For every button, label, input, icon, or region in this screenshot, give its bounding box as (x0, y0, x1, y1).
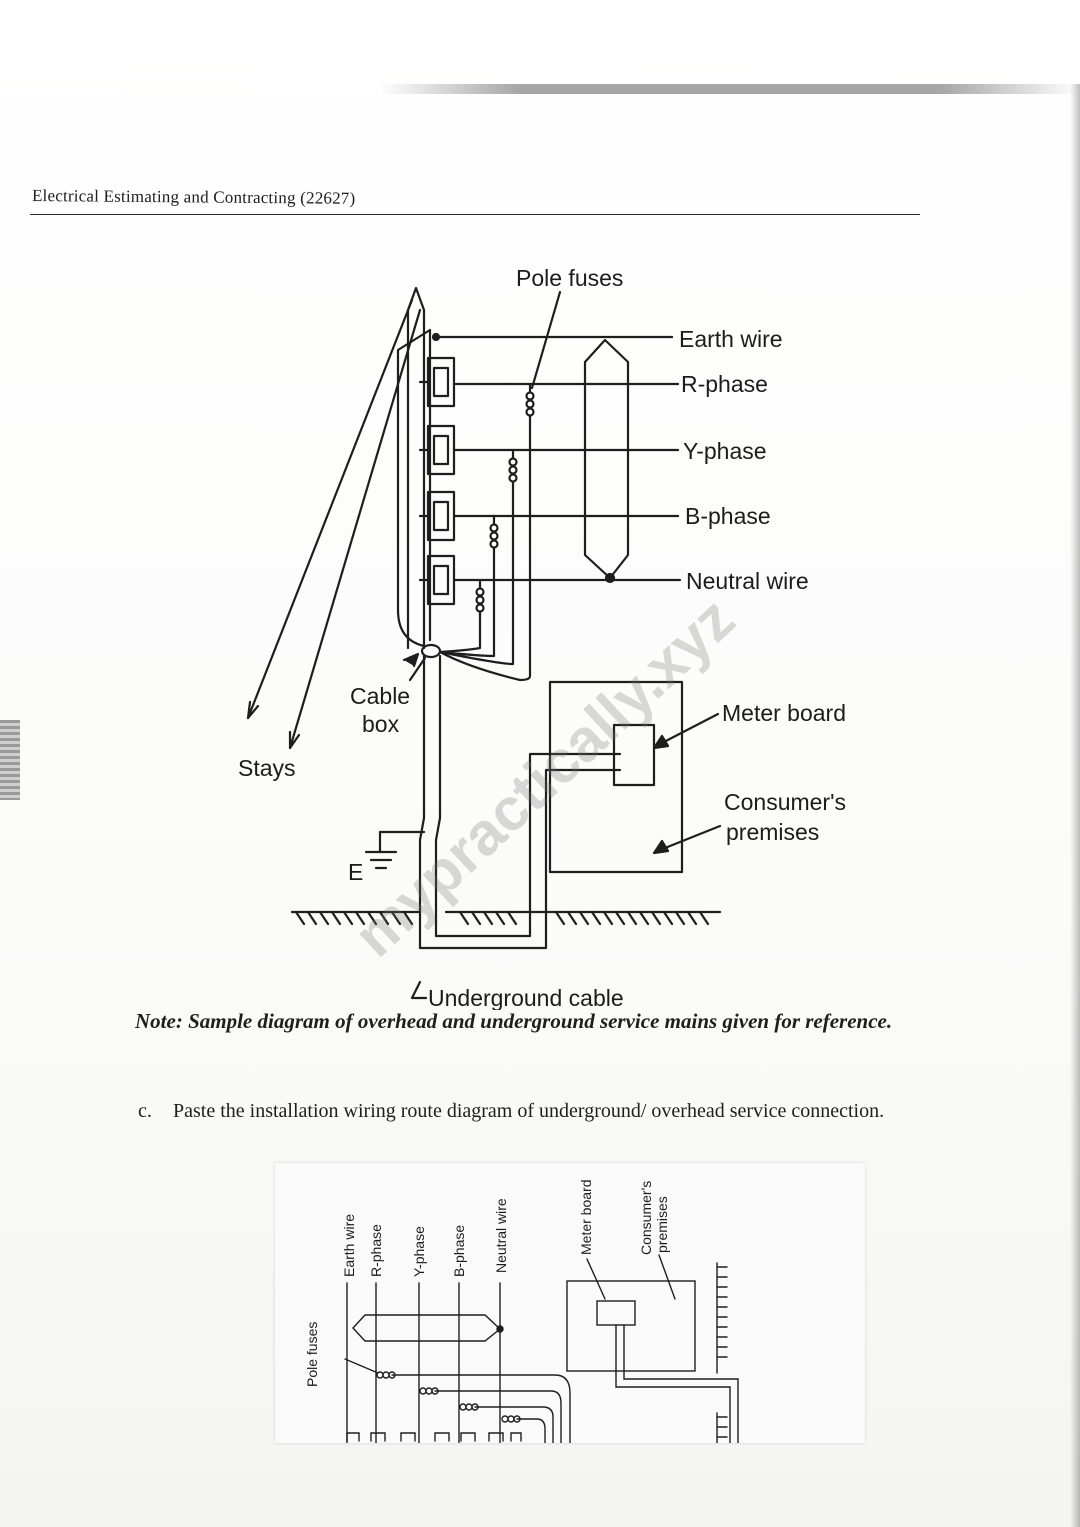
drop-lead-b (438, 514, 496, 658)
meter-board-pointer (658, 712, 720, 746)
p-lead-b (474, 1406, 554, 1444)
p-cable-outer (615, 1324, 731, 1444)
label-r-phase: R-phase (681, 371, 768, 397)
earth-wire-node (431, 332, 441, 342)
drop-lead-y (438, 448, 515, 666)
service-mains-diagram: Pole fuses Earth wire R-phase Y-phase B-… (238, 265, 846, 1010)
p-label-premises: premises (654, 1196, 670, 1253)
binding-edge (0, 720, 20, 800)
label-consumers: Consumer's (724, 789, 846, 815)
label-meter-board: Meter board (722, 700, 846, 726)
cable-box-pointer (408, 656, 427, 682)
meter-board-pointer-head (652, 734, 670, 750)
label-stays: Stays (238, 755, 296, 781)
p-neutral-node (496, 1325, 504, 1333)
p-label-neutral-wire: Neutral wire (493, 1198, 509, 1273)
p-label-b-phase: B-phase (451, 1225, 467, 1277)
drop-lead-r (438, 382, 532, 682)
p-consumers-pointer (658, 1254, 676, 1300)
label-pole-fuses: Pole fuses (516, 265, 623, 291)
spacer-frame (583, 338, 630, 580)
label-earth-wire: Earth wire (679, 326, 783, 352)
meter-board-box (612, 723, 656, 787)
p-label-earth-wire: Earth wire (341, 1214, 357, 1277)
fuse-n (475, 587, 485, 613)
neutral-node (604, 572, 616, 584)
p-label-y-phase: Y-phase (411, 1226, 427, 1277)
item-c-text: Paste the installation wiring route diag… (173, 1100, 885, 1122)
pole-bracket (396, 328, 432, 648)
cable-inner (434, 752, 622, 938)
p-label-consumers: Consumer's (638, 1181, 654, 1255)
stay-left-arrow (246, 700, 260, 720)
item-c-marker: c. (138, 1100, 152, 1122)
p-spacer (352, 1314, 502, 1342)
ground-hatch-left (294, 910, 414, 926)
pasted-diagram-svg: Earth wire R-phase Y-phase B-phase Neutr… (304, 1180, 739, 1444)
ground-hatch-right (458, 910, 710, 926)
label-cable: Cable (350, 683, 410, 709)
label-premises: premises (726, 819, 819, 845)
label-underground-cable: Underground cable (428, 985, 624, 1010)
p-label-r-phase: R-phase (368, 1224, 384, 1277)
stay-right (288, 308, 422, 750)
label-box: box (362, 711, 400, 737)
p-pole-fuses-pointer (344, 1358, 379, 1374)
header-rule (30, 214, 920, 215)
earth-lead (378, 830, 426, 854)
p-lead-r (391, 1374, 571, 1444)
page-top-shadow (380, 84, 1080, 94)
stay-left (246, 298, 414, 720)
p-cable-inner (623, 1324, 739, 1444)
label-earth-e: E (348, 859, 363, 885)
p-lead-y (434, 1390, 562, 1444)
page-right-shadow (1070, 84, 1080, 1527)
cable-box-pointer-head (402, 652, 420, 668)
pole-fuses-pointer (530, 290, 562, 390)
label-y-phase: Y-phase (683, 438, 767, 464)
fuse-r (525, 391, 535, 417)
p-label-pole-fuses: Pole fuses (304, 1322, 320, 1387)
fuse-y (508, 457, 518, 483)
p-meter-pointer (586, 1258, 606, 1300)
p-meter-box (596, 1300, 636, 1326)
label-b-phase: B-phase (685, 503, 771, 529)
p-lead-n (516, 1418, 546, 1444)
p-premises-box (566, 1280, 696, 1372)
figure-note: Note: Sample diagram of overhead and und… (135, 1009, 893, 1033)
stay-right-arrow (288, 730, 301, 750)
drop-lead-n (438, 578, 482, 654)
pasted-diagram: Earth wire R-phase Y-phase B-phase Neutr… (275, 1163, 865, 1444)
consumer-premises-box (548, 680, 684, 874)
fuse-b (489, 523, 499, 549)
p-fuses (376, 1371, 521, 1423)
p-ground-hatch (716, 1266, 728, 1438)
consumers-pointer (658, 824, 722, 852)
label-neutral-wire: Neutral wire (686, 568, 809, 594)
consumers-pointer-head (652, 839, 670, 855)
cable-box (420, 643, 442, 659)
insulator-r (418, 356, 456, 408)
underground-pointer (410, 980, 428, 1000)
p-insulators (346, 1432, 522, 1442)
p-label-meter-board: Meter board (578, 1180, 594, 1255)
cable-outer (418, 768, 622, 950)
